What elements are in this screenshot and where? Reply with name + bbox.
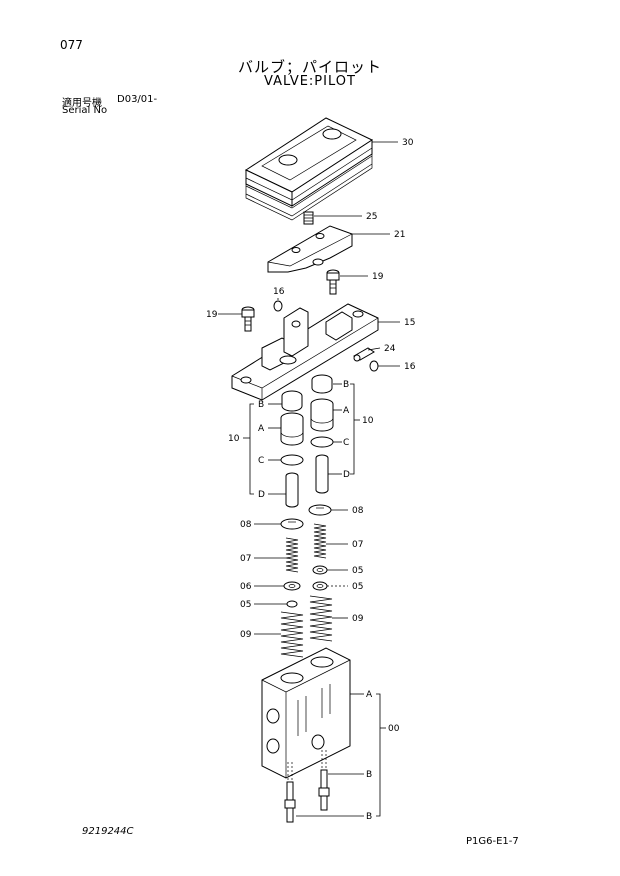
callout-D-left: D bbox=[258, 490, 265, 500]
part-08-seats bbox=[280, 504, 332, 530]
callout-21: 21 bbox=[394, 230, 405, 240]
part-30-cover bbox=[244, 117, 374, 221]
callout-C-right: C bbox=[343, 438, 349, 448]
part-16-ring-upper bbox=[273, 300, 283, 312]
part-05-06-washers bbox=[283, 565, 328, 608]
callout-A-body: A bbox=[366, 690, 373, 700]
callout-B-body-upper: B bbox=[366, 770, 372, 780]
part-25-screw bbox=[303, 211, 314, 225]
callout-08-right: 08 bbox=[352, 506, 364, 516]
callout-A-right: A bbox=[343, 406, 350, 416]
callout-B-body-lower: B bbox=[366, 812, 372, 822]
callout-07-left: 07 bbox=[240, 554, 251, 564]
part-21-cam-plate bbox=[267, 225, 353, 273]
callout-05-left: 05 bbox=[240, 600, 251, 610]
callout-19-right: 19 bbox=[372, 272, 384, 282]
callout-D-right: D bbox=[343, 470, 350, 480]
callout-B-right: B bbox=[343, 380, 349, 390]
callout-A-left: A bbox=[258, 424, 265, 434]
callout-16-right: 16 bbox=[404, 362, 416, 372]
bracket-10-left: B A C D 10 bbox=[228, 400, 286, 500]
title-japanese: バルブ；パイロット bbox=[237, 58, 382, 76]
callout-10-left: 10 bbox=[228, 434, 240, 444]
bracket-00: A 00 B B bbox=[296, 690, 400, 822]
part-24-pin bbox=[353, 347, 375, 362]
part-10-right-assembly bbox=[310, 374, 334, 494]
callout-B-left: B bbox=[258, 400, 264, 410]
callout-C-left: C bbox=[258, 456, 264, 466]
part-16-ring-right bbox=[369, 360, 379, 372]
serial-label-english: Serial No bbox=[62, 105, 108, 116]
callout-09-right: 09 bbox=[352, 614, 364, 624]
callout-24: 24 bbox=[384, 344, 396, 354]
callout-30: 30 bbox=[402, 138, 414, 148]
callout-25: 25 bbox=[366, 212, 377, 222]
callout-07-right: 07 bbox=[352, 540, 363, 550]
callout-05-right-upper: 05 bbox=[352, 566, 363, 576]
callout-16-upper: 16 bbox=[273, 287, 285, 297]
part-07-springs bbox=[285, 523, 327, 573]
part-09-springs bbox=[280, 595, 333, 658]
serial-label-japanese: 適用号機 bbox=[62, 98, 102, 109]
callout-15: 15 bbox=[404, 318, 415, 328]
title-english: VALVE:PILOT bbox=[264, 74, 356, 89]
part-B-pins bbox=[284, 750, 330, 823]
part-19-bolt-right bbox=[326, 269, 340, 295]
reference-code: P1G6-E1-7 bbox=[466, 836, 519, 847]
part-15-plate bbox=[231, 303, 379, 401]
callout-19-left: 19 bbox=[206, 310, 218, 320]
callout-10-right: 10 bbox=[362, 416, 374, 426]
callout-09-left: 09 bbox=[240, 630, 252, 640]
drawing-number: 9219244C bbox=[82, 826, 134, 837]
callout-00: 00 bbox=[388, 724, 400, 734]
callout-06: 06 bbox=[240, 582, 252, 592]
callout-05-right-lower: 05 bbox=[352, 582, 363, 592]
part-00-valve-body bbox=[261, 647, 351, 779]
callout-08-left: 08 bbox=[240, 520, 252, 530]
part-19-bolt-left bbox=[241, 306, 255, 332]
serial-value: D03/01- bbox=[117, 94, 158, 105]
page-number: 077 bbox=[60, 38, 83, 52]
part-10-left-assembly bbox=[280, 390, 304, 508]
bracket-10-right: B A C D 10 bbox=[328, 380, 374, 480]
